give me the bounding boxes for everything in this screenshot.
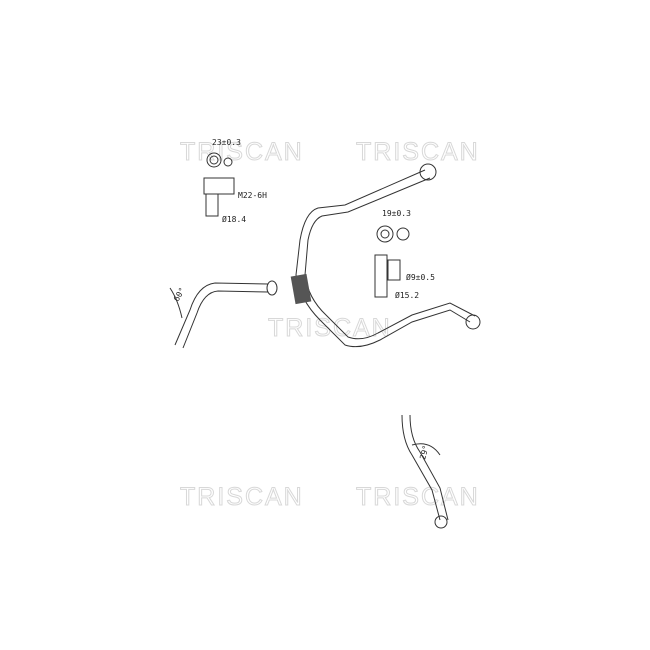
end-fitting: [465, 314, 481, 330]
end-fitting: [419, 163, 437, 181]
left-hose-detail: 60°: [169, 280, 278, 349]
angle-label: 29°: [418, 444, 430, 460]
dimension-label: 23±0.3: [212, 138, 241, 147]
watermark: TRISCAN: [356, 138, 480, 166]
bottom-hose-detail: 29°: [401, 414, 449, 529]
dimension-label: Ø9±0.5: [406, 272, 435, 282]
watermark: TRISCAN: [356, 483, 480, 511]
main-hose: [290, 163, 481, 348]
dimension-label: Ø18.4: [222, 214, 246, 224]
dimension-label: Ø15.2: [395, 290, 419, 300]
dimension-label: 19±0.3: [382, 209, 411, 218]
hose-sleeve: [290, 273, 312, 305]
watermark: TRISCAN: [180, 138, 304, 166]
dimension-label: M22-6H: [238, 191, 267, 200]
fitting-b-detail: 19±0.3 Ø9±0.5 Ø15.2: [374, 209, 435, 300]
fitting-a-detail: 23±0.3 M22-6H Ø18.4: [203, 138, 267, 224]
angle-label: 60°: [172, 286, 187, 303]
watermark: TRISCAN: [180, 483, 304, 511]
